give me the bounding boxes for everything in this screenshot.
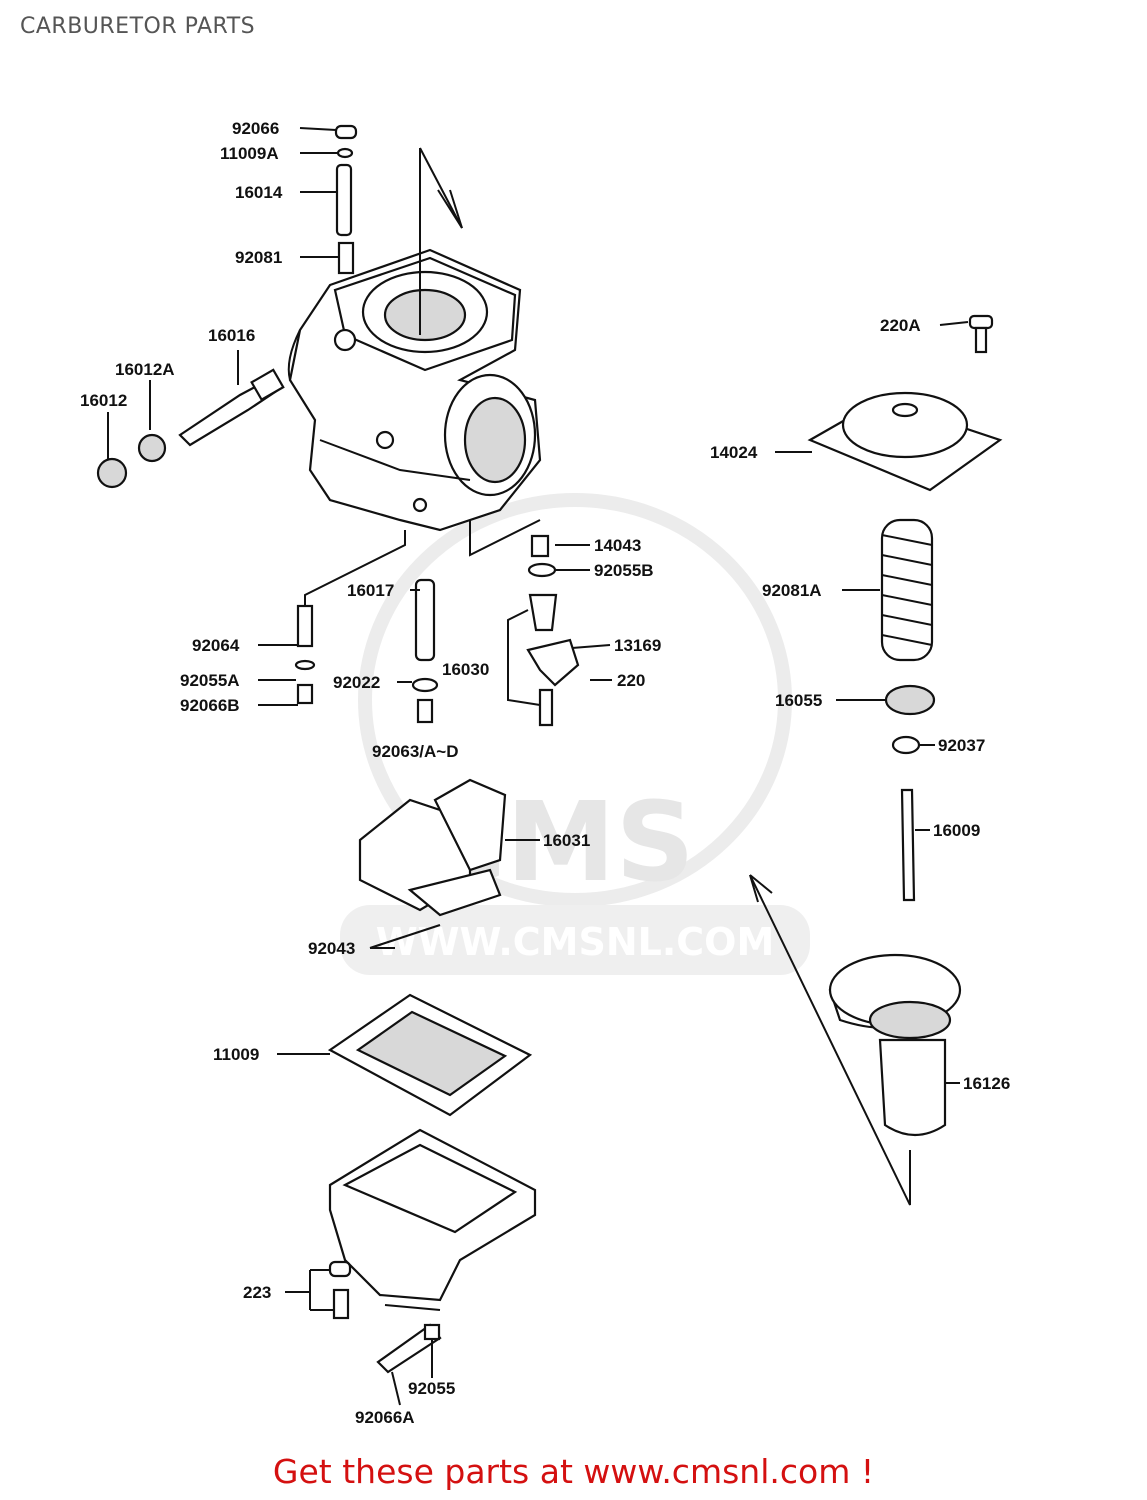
part-label-92037: 92037 xyxy=(938,736,985,755)
part-labels: 92066 11009A 16014 92081 16016 16012A 16… xyxy=(80,119,1010,1427)
pilot-screw-assembly xyxy=(96,124,358,489)
float-bowl-gasket xyxy=(327,993,533,1117)
part-label-92055a: 92055A xyxy=(180,671,240,690)
part-label-16126: 16126 xyxy=(963,1074,1010,1093)
part-label-16031: 16031 xyxy=(543,831,590,850)
footer-link[interactable]: Get these parts at www.cmsnl.com ! xyxy=(272,1452,875,1491)
part-label-92066b: 92066B xyxy=(180,696,240,715)
part-label-92066: 92066 xyxy=(232,119,279,138)
part-label-16030: 16030 xyxy=(442,660,489,679)
carburetor-body xyxy=(287,248,542,532)
part-label-16014: 16014 xyxy=(235,183,283,202)
part-label-220a: 220A xyxy=(880,316,921,335)
float xyxy=(358,778,507,950)
part-label-16012: 16012 xyxy=(80,391,127,410)
part-label-13169: 13169 xyxy=(614,636,661,655)
part-label-92081: 92081 xyxy=(235,248,282,267)
part-label-16017: 16017 xyxy=(347,581,394,600)
vacuum-piston-assembly xyxy=(749,314,1003,1206)
page-title: CARBURETOR PARTS xyxy=(20,14,256,39)
float-valve-parts xyxy=(294,519,580,727)
part-label-92022: 92022 xyxy=(333,673,380,692)
part-label-223: 223 xyxy=(243,1283,271,1302)
part-label-92063: 92063/A~D xyxy=(372,742,458,761)
part-label-11009: 11009 xyxy=(213,1045,259,1064)
part-label-16016: 16016 xyxy=(208,326,255,345)
part-label-92043: 92043 xyxy=(308,939,355,958)
part-label-16055: 16055 xyxy=(775,691,822,710)
float-bowl xyxy=(328,1128,537,1374)
part-label-92064: 92064 xyxy=(192,636,240,655)
part-label-92055b: 92055B xyxy=(594,561,654,580)
part-label-92081a: 92081A xyxy=(762,581,822,600)
part-label-14043: 14043 xyxy=(594,536,641,555)
direction-arrow xyxy=(419,147,463,335)
watermark-url: WWW.CMSNL.COM xyxy=(376,920,775,964)
part-label-16012a: 16012A xyxy=(115,360,175,379)
part-label-92066a: 92066A xyxy=(355,1408,415,1427)
part-label-220: 220 xyxy=(617,671,645,690)
part-label-14024: 14024 xyxy=(710,443,758,462)
part-label-16009: 16009 xyxy=(933,821,980,840)
part-label-92055: 92055 xyxy=(408,1379,455,1398)
leader-lines xyxy=(107,127,969,1406)
part-label-11009a: 11009A xyxy=(220,144,279,163)
